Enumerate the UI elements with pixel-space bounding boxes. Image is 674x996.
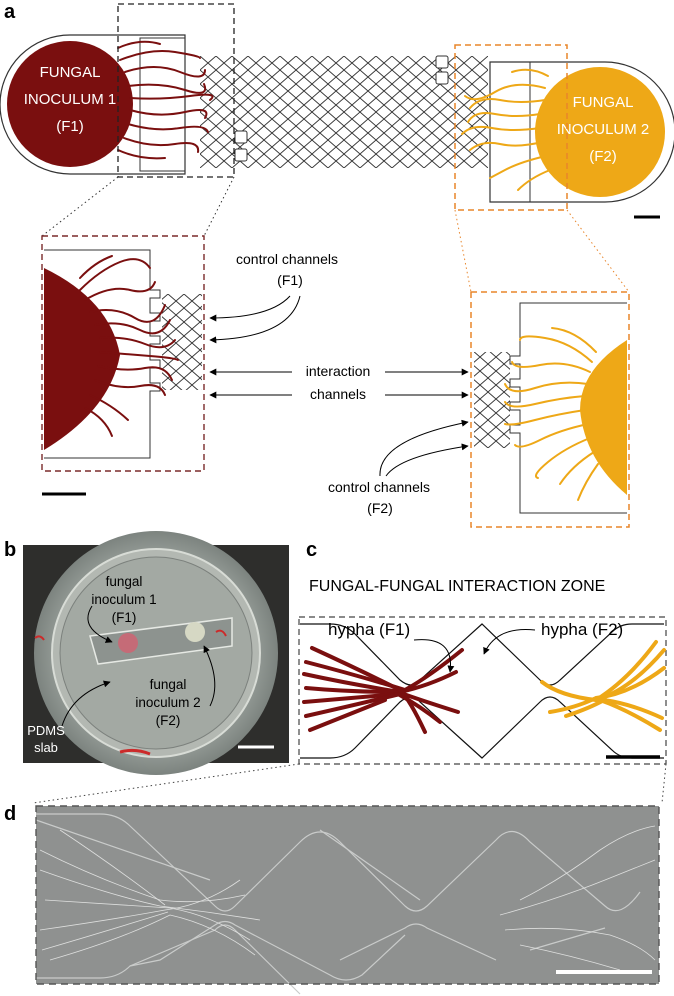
- pdms-slab-label-2: slab: [34, 740, 58, 755]
- panel-label-a: a: [4, 1, 16, 23]
- panel-label-d: d: [4, 803, 16, 825]
- panel-c-title: FUNGAL-FUNGAL INTERACTION ZONE: [309, 578, 605, 595]
- panel-label-b: b: [4, 539, 16, 561]
- dish-inoculum-1-label-2: inoculum 1: [91, 592, 156, 607]
- panel-label-c: c: [306, 539, 317, 561]
- inoculum-2-label-1: FUNGAL: [573, 94, 634, 111]
- inoculum-1-label-3: (F1): [56, 118, 84, 135]
- dish-photo: fungal inoculum 1 (F1) fungal inoculum 2…: [23, 531, 289, 775]
- dish-inoculum-1: [118, 633, 138, 653]
- inoculum-1-disc: [7, 41, 133, 167]
- dish-inoculum-2: [185, 622, 205, 642]
- hypha-f1-label: hypha (F1): [328, 620, 410, 639]
- interaction-zone-diagram: hypha (F1) hypha (F2): [298, 616, 667, 765]
- pdms-slab-label-1: PDMS: [27, 723, 65, 738]
- inoculum-1-label-1: FUNGAL: [40, 64, 101, 81]
- hypha-f2-label: hypha (F2): [541, 620, 623, 639]
- zoom-detail-right: [470, 291, 630, 528]
- micrograph: [35, 805, 660, 995]
- control-f1-label-1: control channels: [236, 251, 338, 267]
- dish-inoculum-1-label-1: fungal: [106, 574, 143, 589]
- interaction-label-1: interaction: [306, 363, 371, 379]
- control-f2-label-2: (F2): [367, 500, 393, 516]
- zoom-box-left: [117, 3, 235, 178]
- control-f1-label-2: (F1): [277, 272, 303, 288]
- interaction-label-2: channels: [310, 386, 366, 402]
- inoculum-1-label-2: INOCULUM 1: [24, 91, 117, 108]
- dish-inoculum-2-label-3: (F2): [156, 713, 181, 728]
- zoom-detail-left: [41, 235, 205, 496]
- device-overview: FUNGAL INOCULUM 1 (F1) FUNGAL INOCULUM 2…: [0, 3, 674, 219]
- zoom-box-right: [454, 44, 568, 211]
- control-f2-label-1: control channels: [328, 479, 430, 495]
- dish-inoculum-2-label-1: fungal: [150, 677, 187, 692]
- dish-inoculum-2-label-2: inoculum 2: [135, 695, 200, 710]
- dish-inoculum-1-label-3: (F1): [112, 610, 137, 625]
- inoculum-2-label-3: (F2): [589, 148, 617, 165]
- inoculum-2-label-2: INOCULUM 2: [557, 121, 650, 138]
